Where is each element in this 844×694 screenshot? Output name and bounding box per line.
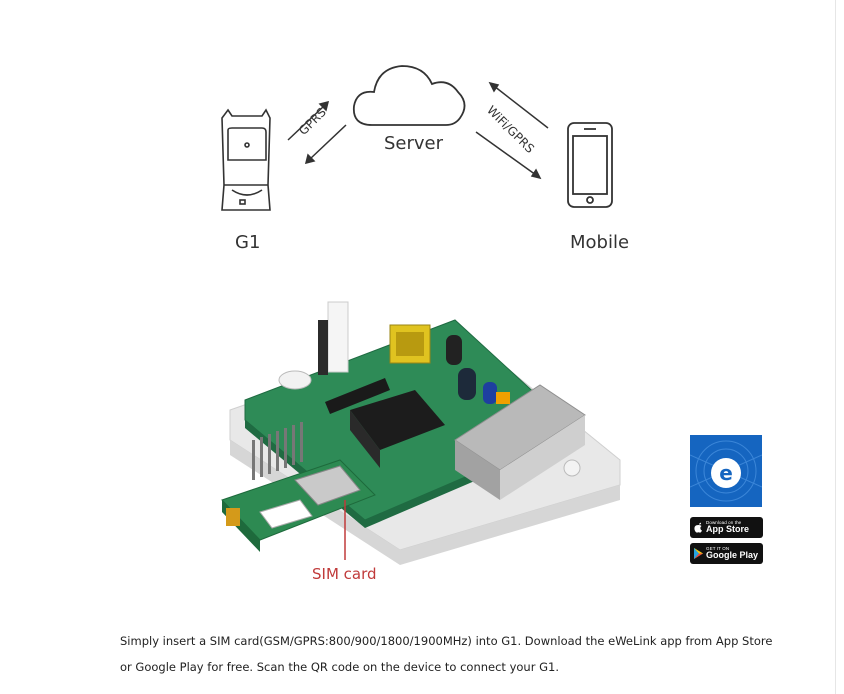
connectivity-diagram <box>221 65 613 211</box>
google-play-small-text: GET IT ON <box>706 545 730 551</box>
wifi-gprs-arrows <box>475 81 549 180</box>
mobile-phone-icon <box>567 122 613 208</box>
caption-line-2: or Google Play for free. Scan the QR cod… <box>120 660 559 674</box>
ewelink-app-icon[interactable]: e <box>690 435 762 507</box>
app-store-small-text: Download on the <box>706 519 742 525</box>
gprs-arrows <box>287 100 347 165</box>
google-play-big-text: Google Play <box>706 550 759 561</box>
server-label: Server <box>384 133 444 154</box>
g1-label: G1 <box>235 232 261 253</box>
g1-device-icon <box>221 108 271 211</box>
caption-line-1: Simply insert a SIM card(GSM/GPRS:800/90… <box>120 634 773 648</box>
mobile-label: Mobile <box>570 232 630 253</box>
app-store-badge[interactable]: Download on the App Store <box>690 517 763 538</box>
svg-text:e: e <box>719 461 733 485</box>
google-play-icon <box>694 548 703 559</box>
cloud-icon <box>352 65 466 126</box>
google-play-badge[interactable]: GET IT ON Google Play <box>690 543 763 564</box>
app-store-big-text: App Store <box>706 524 750 535</box>
sim-card-label: SIM card <box>312 565 377 583</box>
apple-icon <box>694 522 702 533</box>
page-right-border <box>835 0 836 694</box>
g1-product-photo <box>221 301 621 565</box>
